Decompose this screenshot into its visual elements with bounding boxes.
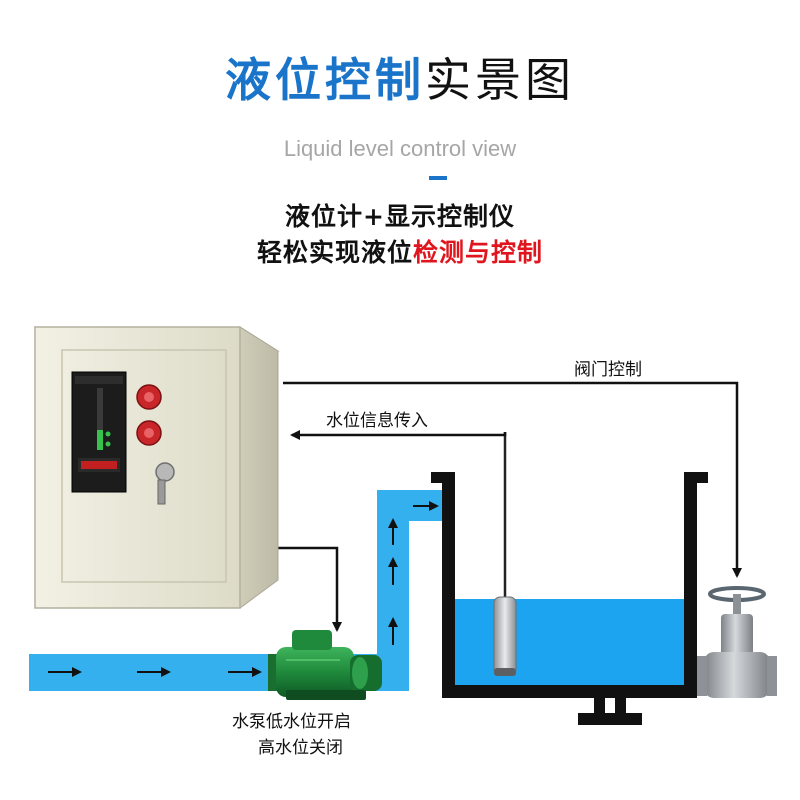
english-subtitle: Liquid level control view (283, 136, 517, 161)
title-rest: 实景图 (425, 53, 575, 107)
label-valve-control: 阀门控制 (574, 360, 642, 380)
pump-control-line (270, 546, 342, 632)
slogan-line-1: 液位计+显示控制仪 (285, 202, 515, 231)
slogan-line-2-red: 检测与控制 (413, 238, 544, 267)
label-water-level-signal: 水位信息传入 (326, 411, 428, 431)
valve-control-line (283, 381, 742, 578)
flow-arrows (48, 501, 439, 677)
page-title: 液位控制实景图 (0, 44, 800, 110)
label-pump-line-2: 高水位关闭 (258, 738, 343, 758)
control-cabinet-icon (33, 326, 280, 609)
key-lock (155, 462, 175, 482)
slogan-line-2: 轻松实现液位检测与控制 (0, 233, 800, 269)
water-tank (431, 472, 708, 725)
level-sensor-probe-icon (493, 596, 517, 676)
label-pump-line-1: 水泵低水位开启 (232, 712, 351, 732)
gate-valve-icon (697, 586, 777, 698)
tank-water (455, 599, 684, 685)
accent-bar (429, 176, 447, 180)
water-pump-icon (268, 630, 382, 700)
signal-line (290, 430, 507, 440)
slogan-line-2-black: 轻松实现液位 (256, 238, 413, 267)
title-highlight: 液位控制 (225, 53, 425, 107)
